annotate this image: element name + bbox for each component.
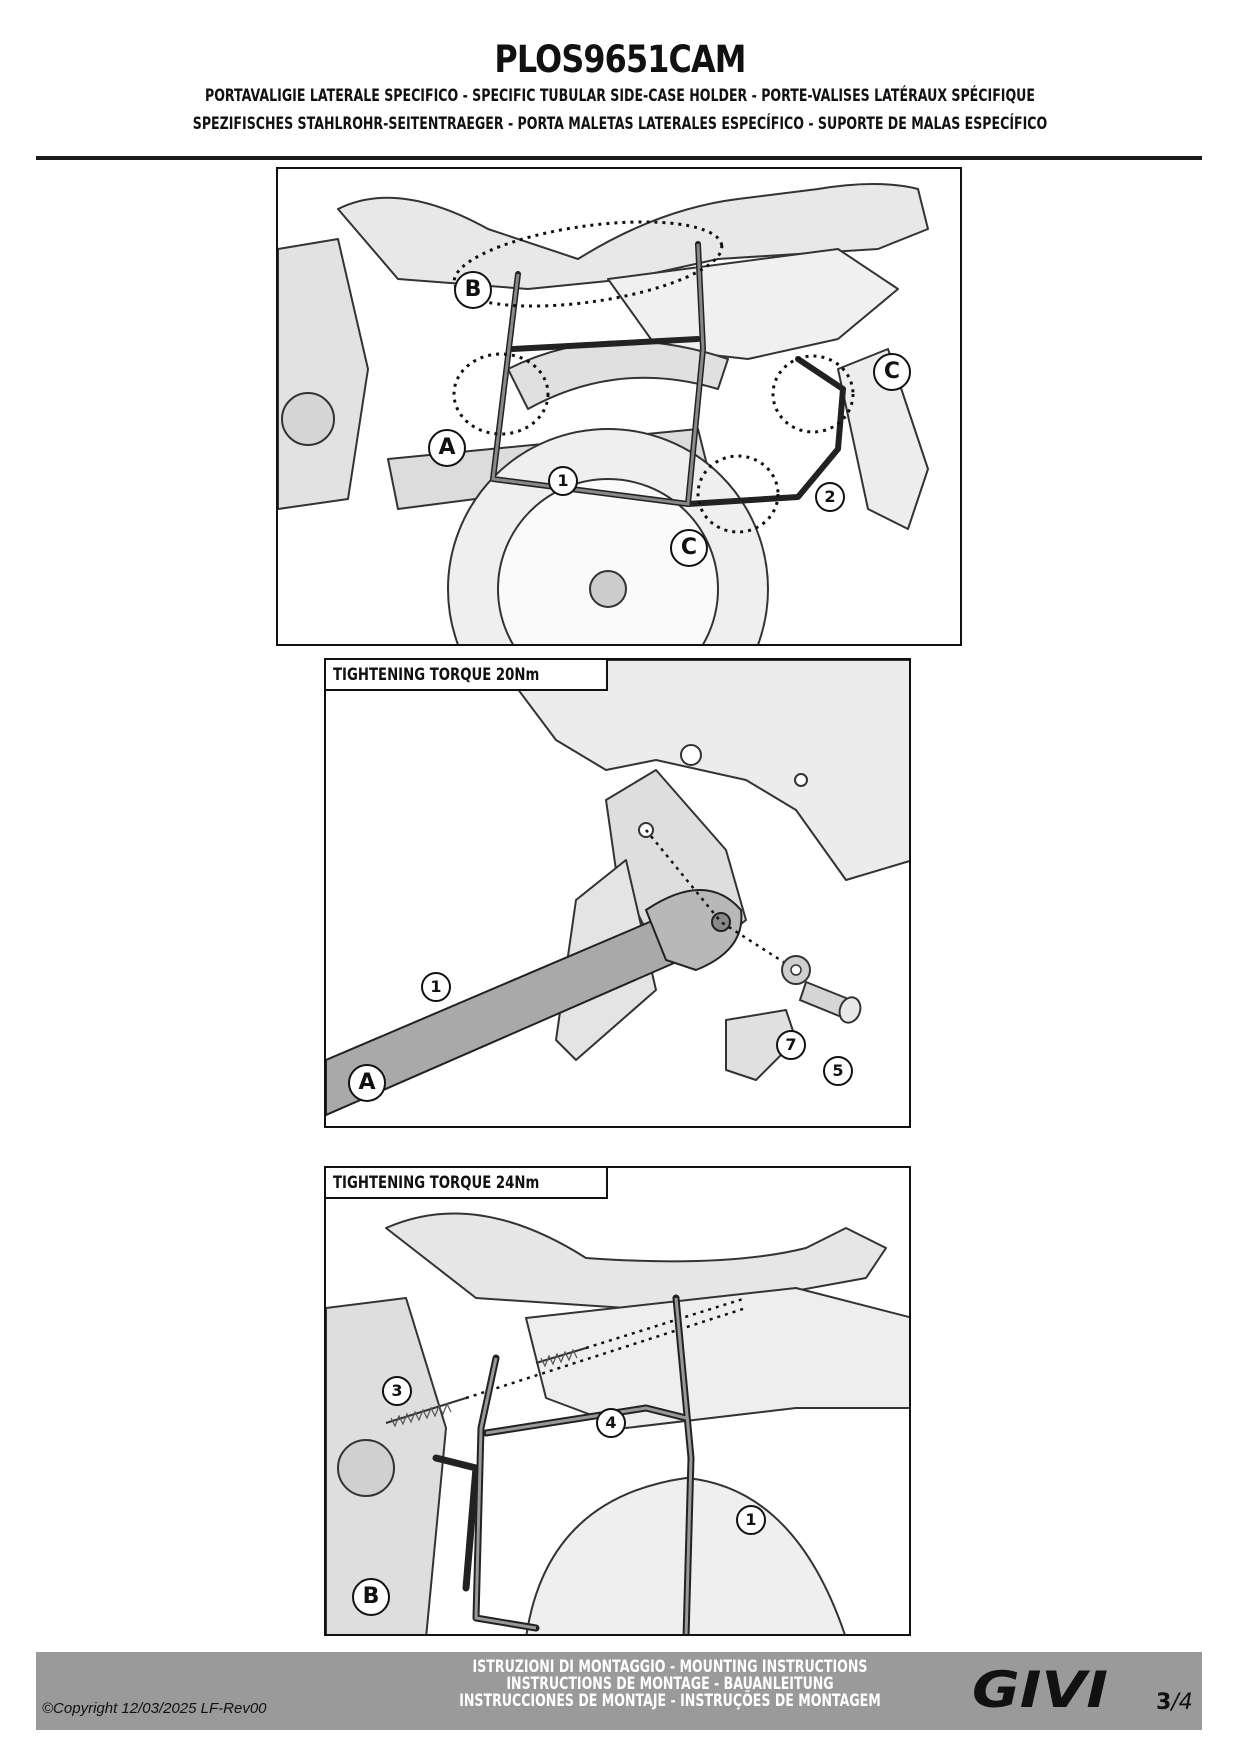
- callout-b: B: [352, 1578, 390, 1616]
- detail-a-drawing: [326, 660, 909, 1117]
- givi-logo: GIVI: [972, 1665, 1108, 1713]
- header-divider: [36, 156, 1202, 160]
- overview-figure: B A C C 1 2: [276, 167, 962, 646]
- subtitle-line-1: PORTAVALIGIE LATERALE SPECIFICO - SPECIF…: [205, 86, 1035, 106]
- callout-part-1: 1: [736, 1505, 766, 1535]
- callout-washer-7: 7: [776, 1030, 806, 1060]
- callout-spring-3: 3: [382, 1376, 412, 1406]
- footer-band: [36, 1652, 1202, 1730]
- detail-b-figure: TIGHTENING TORQUE 24Nm: [324, 1166, 911, 1636]
- callout-part-1: 1: [421, 972, 451, 1002]
- motorcycle-overview-drawing: [278, 183, 929, 644]
- footer-instructions-line-3: INSTRUCCIONES DE MONTAJE - INSTRUÇÕES DE…: [459, 1691, 881, 1711]
- callout-b: B: [454, 271, 492, 309]
- callout-c-right: C: [873, 353, 911, 391]
- footer-instructions-line-2: INSTRUCTIONS DE MONTAGE - BAUANLEITUNG: [506, 1674, 834, 1694]
- document-title: PLOS9651CAM: [494, 38, 746, 81]
- callout-a: A: [348, 1064, 386, 1102]
- detail-a-figure: TIGHTENING TORQUE 20Nm: [324, 658, 911, 1128]
- callout-part-1: 1: [548, 466, 578, 496]
- brand-wordmark: GIVI: [972, 1665, 1108, 1713]
- callout-spring-4: 4: [596, 1408, 626, 1438]
- torque-label-24nm: TIGHTENING TORQUE 24Nm: [326, 1168, 608, 1199]
- detail-b-drawing: [326, 1212, 909, 1634]
- torque-label-20nm: TIGHTENING TORQUE 20Nm: [326, 660, 608, 691]
- page-number: 3/4: [1156, 1690, 1193, 1715]
- footer-instructions-line-1: ISTRUZIONI DI MONTAGGIO - MOUNTING INSTR…: [472, 1657, 868, 1677]
- callout-c-bottom: C: [670, 529, 708, 567]
- callout-a: A: [428, 429, 466, 467]
- subtitle-line-2: SPEZIFISCHES STAHLROHR-SEITENTRAEGER - P…: [192, 114, 1048, 134]
- callout-part-2: 2: [815, 482, 845, 512]
- copyright-text: ©Copyright 12/03/2025 LF-Rev00: [42, 1700, 267, 1717]
- callout-bolt-5: 5: [823, 1056, 853, 1086]
